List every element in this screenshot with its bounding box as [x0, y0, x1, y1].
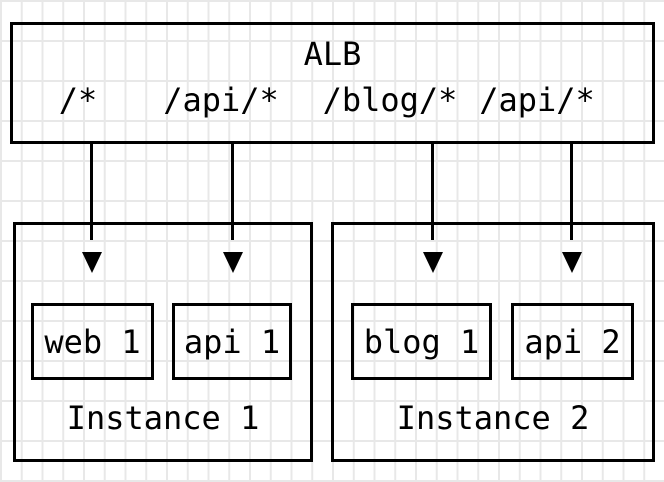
instance-1-label: Instance 1 [66, 399, 260, 437]
alb-route-rule-3: /blog/* [322, 81, 458, 119]
connector-line-3 [431, 143, 434, 240]
target-label-web-1: web 1 [44, 322, 141, 361]
alb-box: ALB /* /api/* /blog/* /api/* [10, 22, 655, 144]
connector-line-4 [570, 143, 573, 240]
arrowhead-icon-3 [423, 252, 443, 273]
alb-route-rule-2: /api/* [163, 81, 279, 119]
target-label-blog-1: blog 1 [363, 322, 480, 361]
target-box-web-1: web 1 [31, 303, 154, 380]
connector-line-2 [231, 143, 234, 240]
instance-1-box: web 1 api 1 Instance 1 [13, 222, 313, 462]
instance-2-box: blog 1 api 2 Instance 2 [331, 222, 655, 462]
alb-route-rule-1: /* [58, 81, 98, 119]
arrowhead-icon-4 [562, 252, 582, 273]
target-label-api-2: api 2 [524, 322, 621, 361]
instance-2-label: Instance 2 [396, 399, 590, 437]
target-box-api-1: api 1 [172, 303, 292, 380]
target-box-api-2: api 2 [511, 303, 634, 380]
alb-title: ALB [303, 35, 362, 73]
connector-line-1 [90, 143, 93, 240]
alb-route-rule-4: /api/* [479, 81, 595, 119]
arrowhead-icon-1 [82, 252, 102, 273]
target-label-api-1: api 1 [183, 322, 281, 361]
target-box-blog-1: blog 1 [351, 303, 492, 380]
arrowhead-icon-2 [223, 252, 243, 273]
